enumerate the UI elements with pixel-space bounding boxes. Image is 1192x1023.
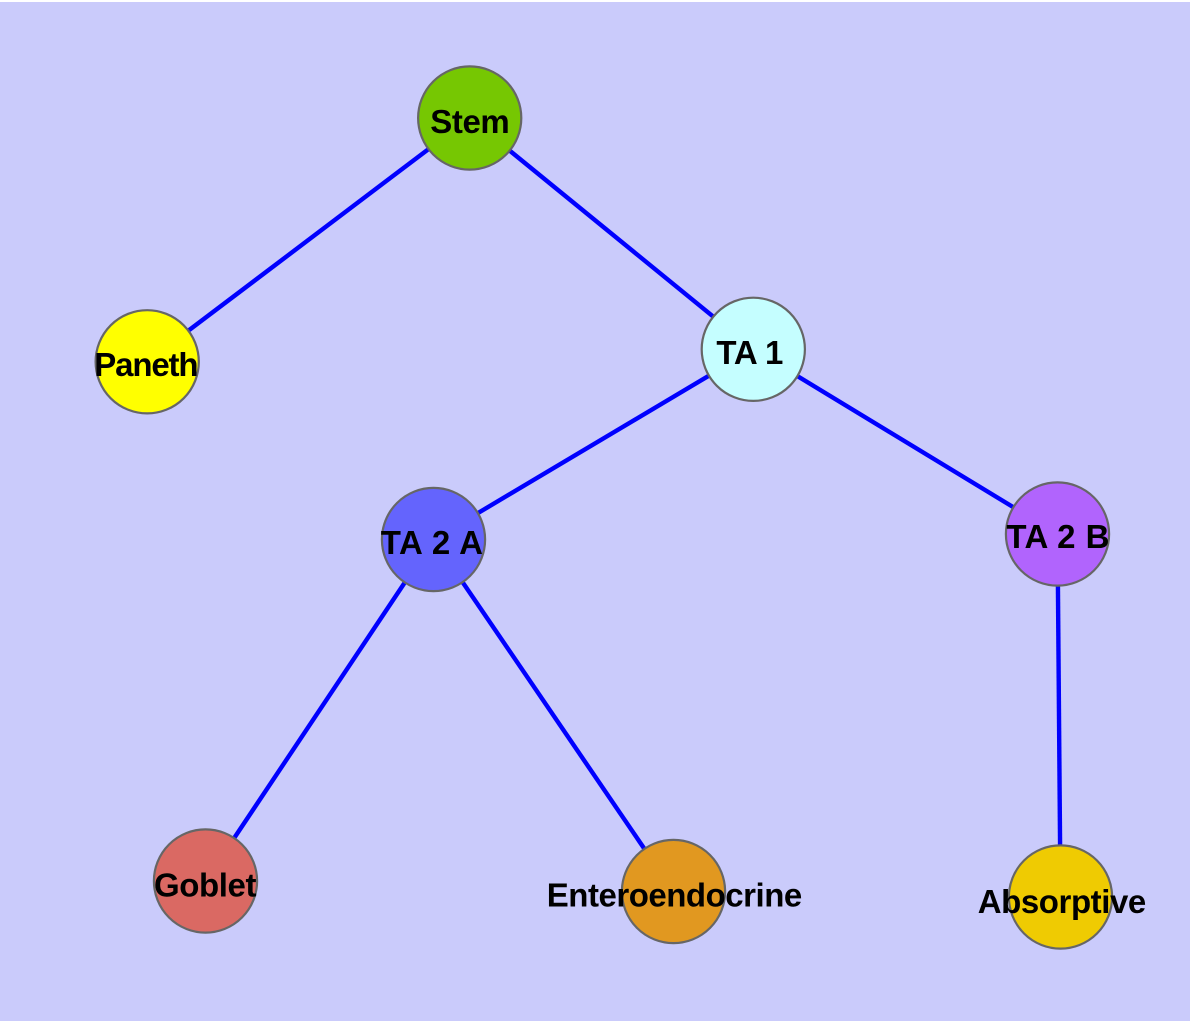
svg-text:Goblet: Goblet (154, 866, 257, 903)
svg-text:TA 1: TA 1 (716, 334, 783, 371)
svg-text:TA 2 B: TA 2 B (1006, 518, 1109, 555)
svg-text:Paneth: Paneth (94, 346, 198, 383)
svg-text:Absorptive: Absorptive (978, 883, 1147, 920)
svg-text:TA 2 A: TA 2 A (381, 524, 483, 561)
svg-text:Stem: Stem (430, 103, 510, 140)
svg-text:Enteroendocrine: Enteroendocrine (547, 876, 803, 913)
